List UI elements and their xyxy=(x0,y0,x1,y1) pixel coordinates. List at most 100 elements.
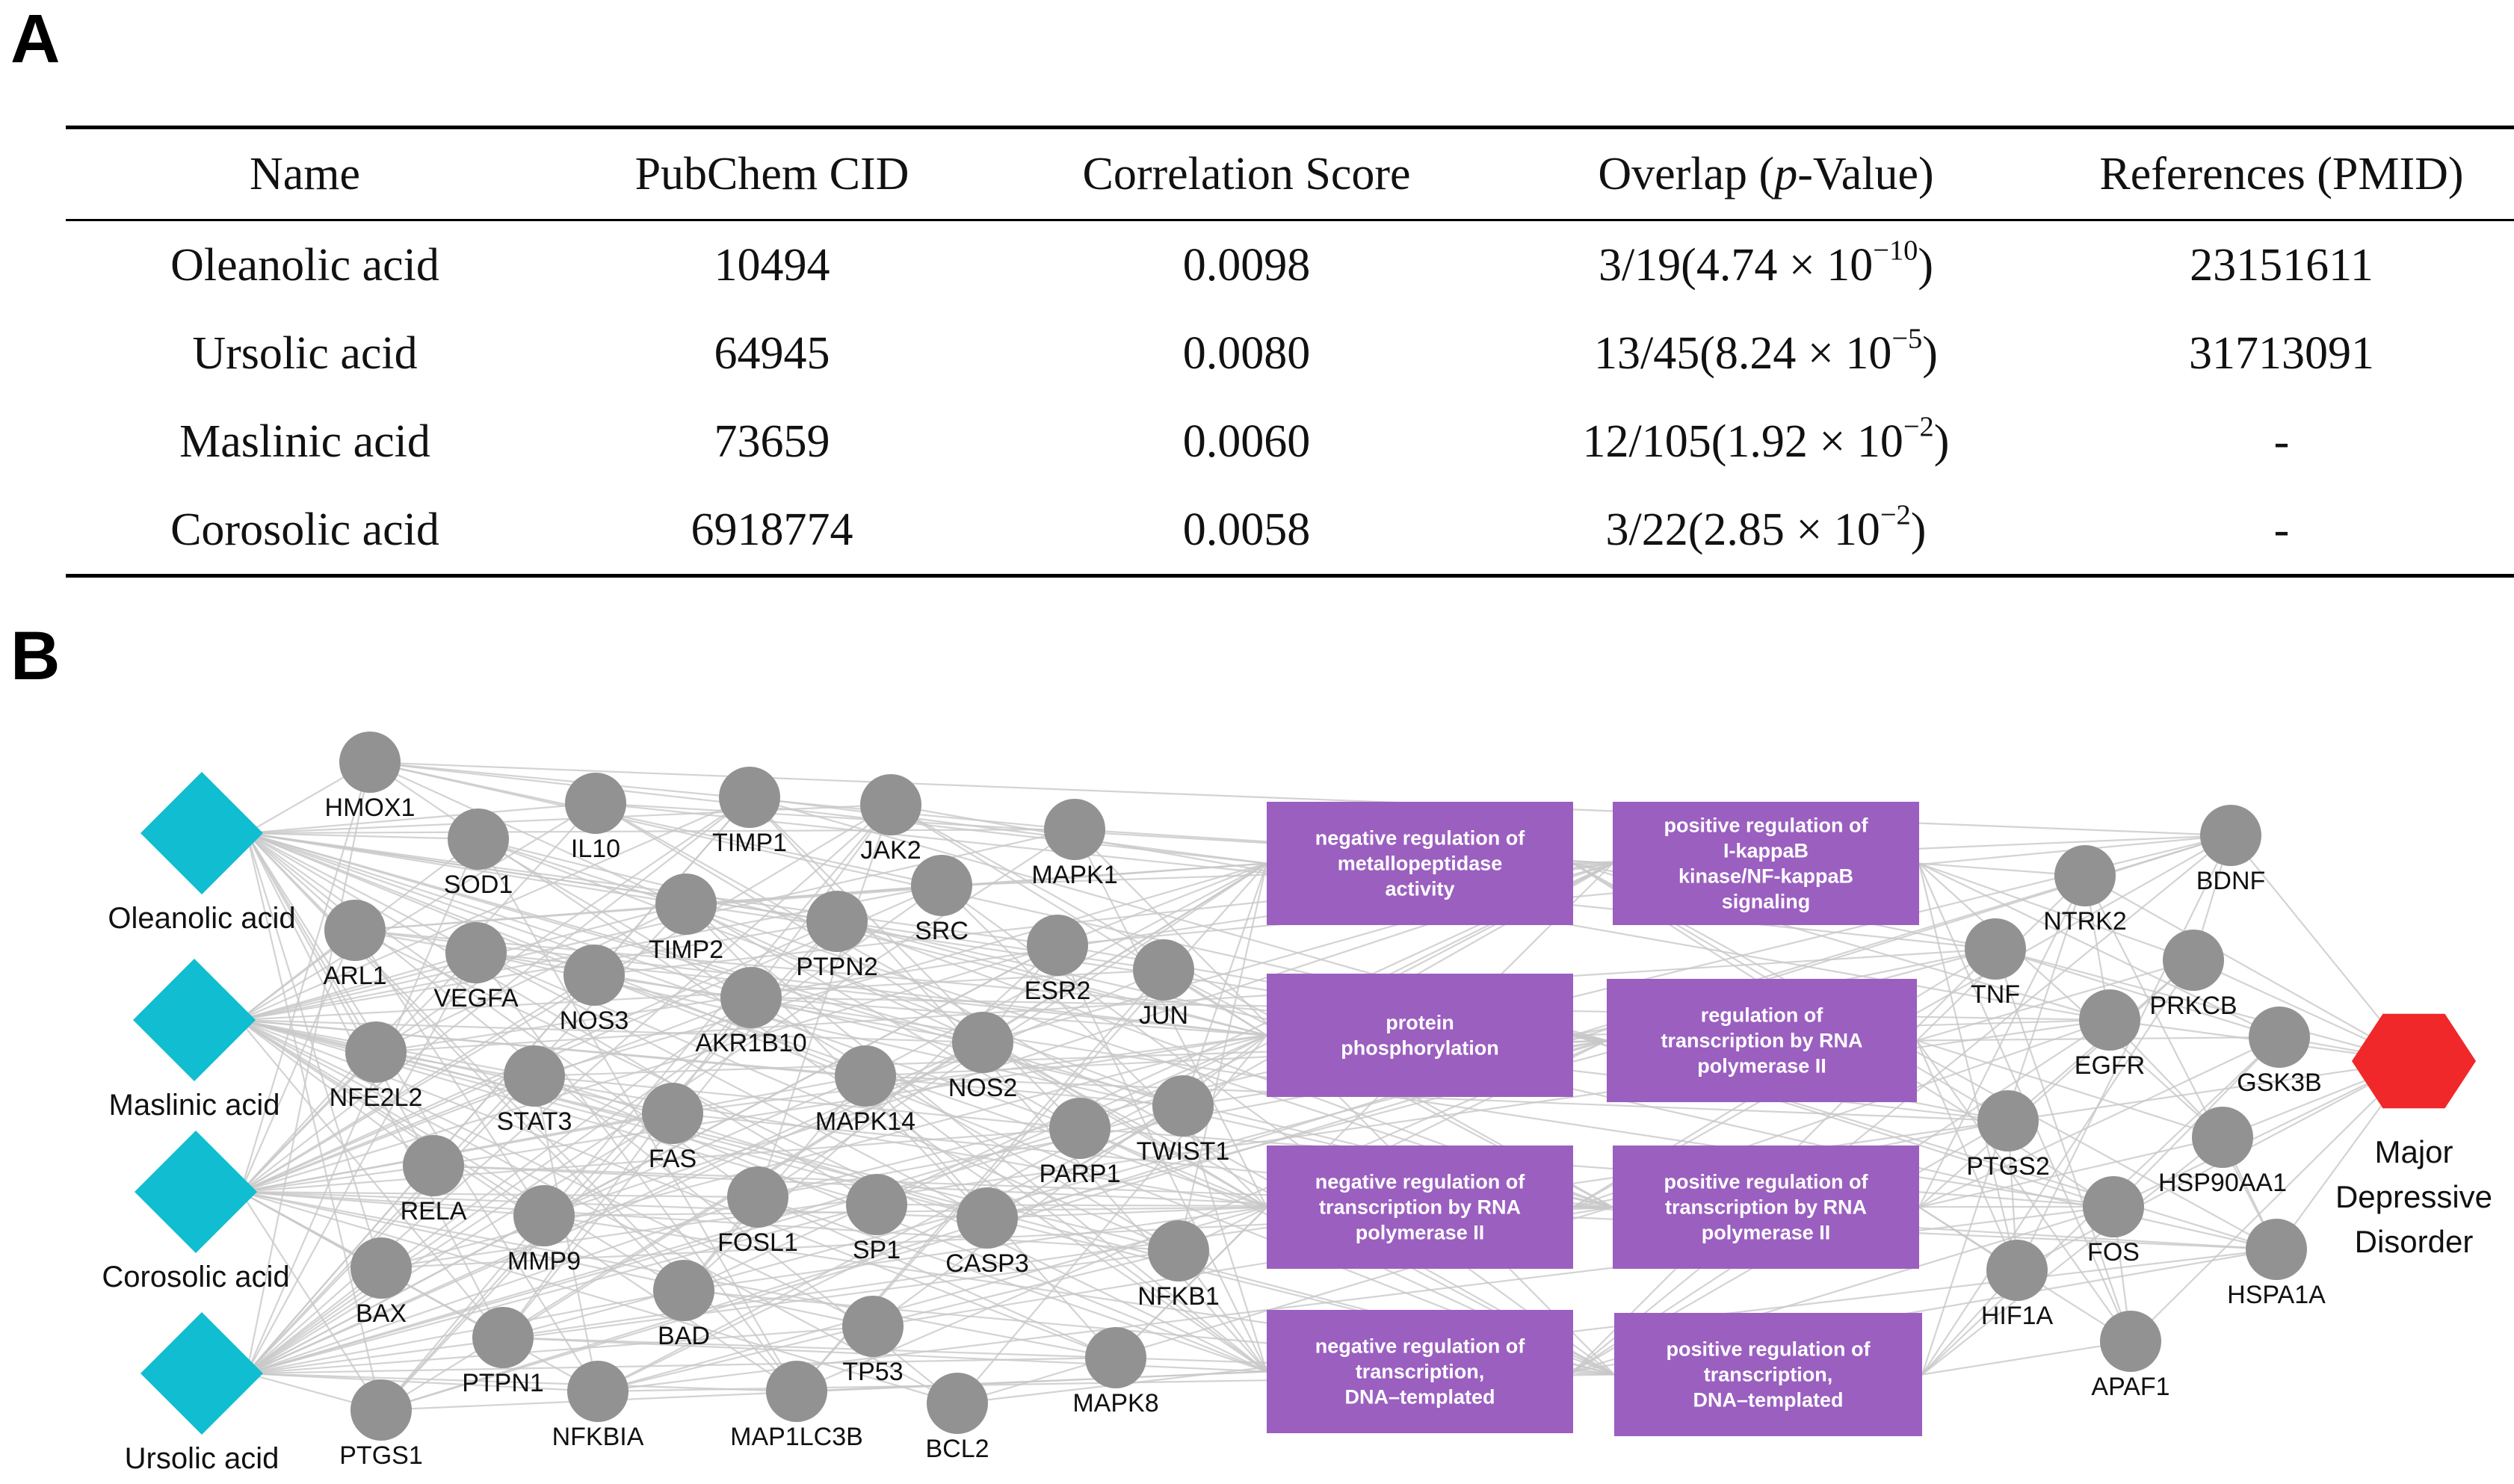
network-edge xyxy=(375,903,687,1053)
network-edge xyxy=(246,832,479,841)
gene-node xyxy=(2192,1107,2253,1168)
gene-label: FOS xyxy=(2087,1238,2140,1267)
go-term-text: polymerase II xyxy=(1702,1222,1831,1244)
gene-label: FAS xyxy=(649,1145,697,1173)
network-edge xyxy=(240,974,595,1193)
compound-node xyxy=(133,959,256,1081)
header-references: References (PMID) xyxy=(2039,126,2514,221)
header-overlap: Overlap (p-Value) xyxy=(1493,126,2039,221)
gene-label: JAK2 xyxy=(860,836,921,865)
network-edge xyxy=(2016,835,2232,1271)
cell-score: 0.0080 xyxy=(1182,327,1311,379)
gene-node xyxy=(2100,1311,2161,1372)
network-edge xyxy=(1115,1206,1267,1358)
gene-label: PTGS2 xyxy=(1966,1152,2049,1181)
go-term-text: signaling xyxy=(1722,891,1811,913)
network-edge xyxy=(478,838,1267,1036)
gene-node xyxy=(513,1185,575,1246)
network-edge xyxy=(246,1104,1184,1375)
go-term-box xyxy=(1267,802,1573,925)
header-pubchem-cid: PubChem CID xyxy=(544,126,1000,221)
gene-label: HIF1A xyxy=(1981,1302,2054,1330)
network-edge xyxy=(865,1075,1267,1373)
network-edge xyxy=(757,1196,1117,1359)
disease-label: Disorder xyxy=(2355,1224,2474,1259)
go-term-text: I-kappaB xyxy=(1723,840,1809,862)
network-edge xyxy=(1918,875,2086,1208)
gene-label: PARP1 xyxy=(1040,1160,1121,1188)
gene-label: APAF1 xyxy=(2091,1373,2169,1401)
gene-node xyxy=(339,732,401,793)
network-edge xyxy=(749,796,1267,865)
header-overlap-prefix: Overlap ( xyxy=(1598,148,1775,200)
network-edge xyxy=(672,1034,1267,1115)
gene-node xyxy=(448,809,509,870)
network-edge xyxy=(246,1249,1179,1375)
gene-label: FOSL1 xyxy=(717,1228,798,1257)
network-edge xyxy=(246,832,988,1219)
network-edge xyxy=(986,1206,1267,1219)
gene-label: MAPK8 xyxy=(1072,1389,1158,1417)
network-edge xyxy=(239,761,371,1193)
gene-label: PTPN2 xyxy=(796,953,878,981)
cell-overlap-base: 13/45(8.24 × 10 xyxy=(1594,327,1892,379)
cell-cid: 10494 xyxy=(714,239,830,291)
gene-label: TWIST1 xyxy=(1137,1137,1230,1166)
network-edge xyxy=(246,832,752,999)
gene-label: PRKCB xyxy=(2149,992,2237,1020)
go-term-text: kinase/NF-kappaB xyxy=(1678,865,1853,888)
network-edge xyxy=(1921,1137,2223,1376)
gene-node xyxy=(1085,1327,1146,1388)
network-edge xyxy=(246,1203,877,1375)
gene-label: ESR2 xyxy=(1025,977,1091,1005)
gene-node xyxy=(1977,1090,2039,1151)
network-edge xyxy=(239,930,356,1193)
cell-name: Ursolic acid xyxy=(192,327,418,379)
cell-cid: 64945 xyxy=(714,327,830,379)
gene-node xyxy=(842,1296,904,1357)
network-edge xyxy=(246,1075,535,1374)
header-overlap-p: p xyxy=(1774,148,1798,200)
header-overlap-suffix: -Value) xyxy=(1797,148,1934,200)
network-edge xyxy=(246,1356,1117,1375)
go-term-text: polymerase II xyxy=(1697,1055,1826,1078)
gene-label: SOD1 xyxy=(444,871,513,899)
compound-node xyxy=(135,1131,257,1253)
network-edge xyxy=(1918,863,2019,1271)
gene-node xyxy=(957,1187,1018,1249)
network-edge xyxy=(240,1191,599,1392)
go-term-text: phosphorylation xyxy=(1341,1037,1499,1060)
network-edge xyxy=(246,1325,874,1375)
go-term-box xyxy=(1267,1310,1573,1433)
gene-node xyxy=(1133,939,1194,1001)
gene-label: TIMP1 xyxy=(712,829,787,857)
network-edge xyxy=(380,862,1267,1411)
gene-node xyxy=(653,1260,714,1321)
panel-label-a: A xyxy=(10,1,61,77)
panel-label-b: B xyxy=(10,618,61,694)
network-edge xyxy=(238,803,596,1021)
network-edge xyxy=(683,1206,1267,1292)
gene-label: EGFR xyxy=(2075,1051,2145,1080)
gene-node xyxy=(720,967,782,1028)
gene-label: HMOX1 xyxy=(325,794,416,822)
gene-label: PTGS1 xyxy=(339,1441,422,1470)
network-edge xyxy=(238,1019,545,1216)
network-edge xyxy=(240,996,752,1193)
network-edge xyxy=(240,1164,434,1193)
go-term-text: protein xyxy=(1386,1012,1454,1034)
gene-node xyxy=(567,1361,628,1422)
cell-cid: 6918774 xyxy=(544,486,1000,578)
cell-reference: - xyxy=(2273,415,2290,467)
gene-node xyxy=(445,922,507,983)
gene-node xyxy=(719,767,780,828)
network-edge xyxy=(238,951,477,1021)
network-edge xyxy=(757,1196,1267,1373)
gene-node xyxy=(835,1045,896,1107)
table-row: Maslinic acid 73659 0.0060 12/105(1.92 ×… xyxy=(66,398,2514,486)
network-edge xyxy=(836,920,1267,1036)
gene-label: NOS2 xyxy=(948,1074,1018,1102)
gene-node xyxy=(2054,845,2116,906)
cell-overlap-base: 3/19(4.74 × 10 xyxy=(1598,239,1874,291)
